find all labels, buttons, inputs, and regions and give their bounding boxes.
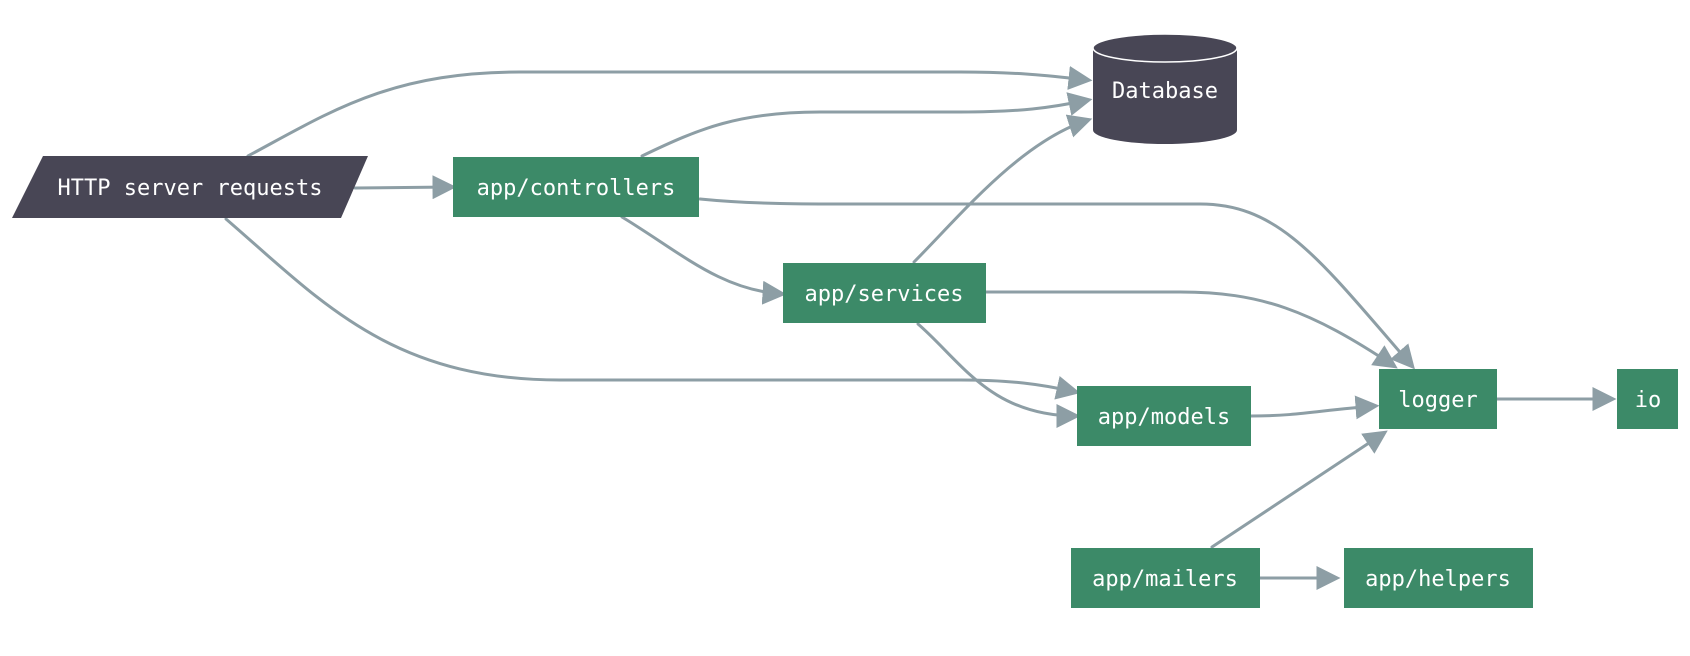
node-label-io: io — [1635, 388, 1662, 413]
node-database: Database — [1092, 33, 1238, 144]
edge-services-to-database — [912, 114, 1093, 264]
node-app-models: app/models — [1077, 386, 1251, 446]
node-label-mailers: app/mailers — [1092, 567, 1238, 592]
edge-services-to-logger — [984, 290, 1398, 369]
node-label-logger: logger — [1398, 388, 1477, 413]
node-app-services: app/services — [783, 263, 986, 323]
edge-controllers-to-services — [620, 215, 787, 305]
node-label-controllers: app/controllers — [477, 176, 676, 201]
node-label-http: HTTP server requests — [58, 176, 323, 201]
node-app-helpers: app/helpers — [1344, 548, 1533, 608]
edge-controllers-to-logger — [698, 197, 1415, 370]
node-app-mailers: app/mailers — [1071, 548, 1260, 608]
node-label-helpers: app/helpers — [1365, 567, 1511, 592]
edge-controllers-to-database — [640, 92, 1093, 158]
node-app-controllers: app/controllers — [453, 157, 699, 217]
edge-mailers-to-logger — [1210, 430, 1388, 549]
node-label-services: app/services — [805, 282, 964, 307]
edge-models-to-logger — [1249, 395, 1380, 420]
edge-http-to-models — [224, 217, 1081, 400]
node-logger: logger — [1379, 369, 1497, 429]
node-label-models: app/models — [1098, 405, 1230, 430]
edge-http-to-controllers — [353, 175, 457, 200]
node-label-database: Database — [1112, 79, 1218, 104]
node-io: io — [1617, 369, 1678, 429]
edge-http-to-database — [246, 66, 1093, 158]
node-http-server-requests: HTTP server requests — [12, 156, 368, 218]
edges — [224, 66, 1617, 590]
edge-services-to-models — [916, 322, 1081, 428]
